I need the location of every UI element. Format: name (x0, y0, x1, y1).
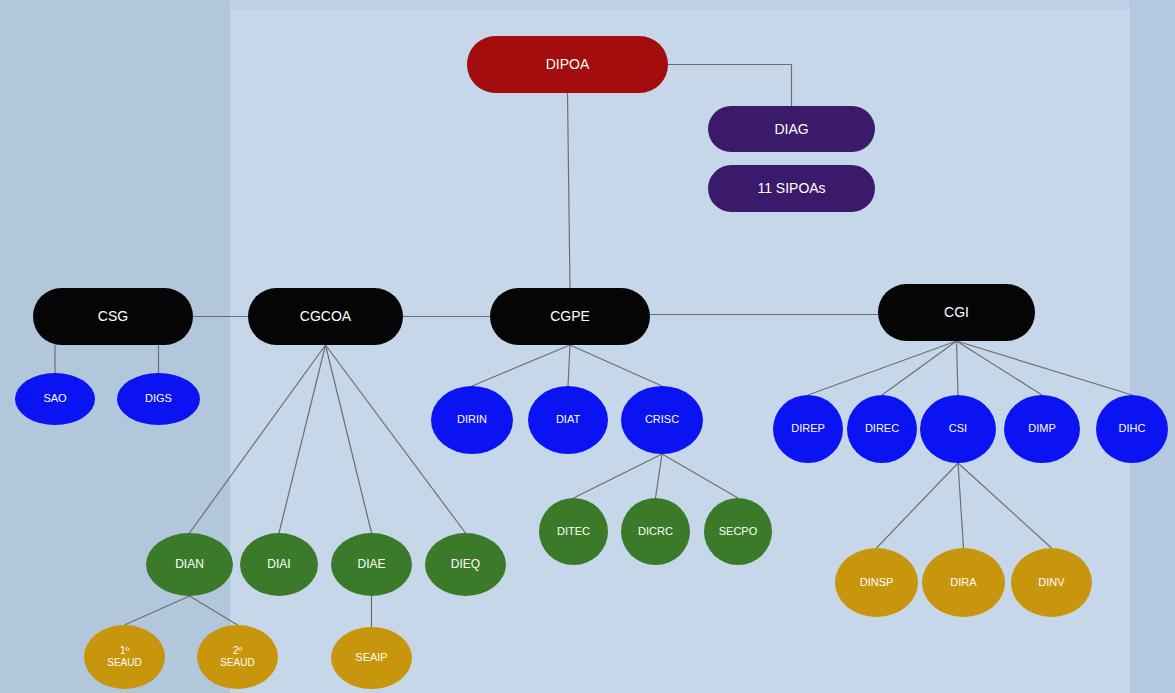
unit-box: DIAI (240, 533, 318, 596)
node-label: DITEC (557, 525, 590, 538)
connector-line (877, 463, 959, 548)
unit-box: DIHC (1096, 395, 1168, 463)
node-label: DIAE (357, 557, 385, 571)
connector-line (279, 345, 326, 533)
coordination-box: CSG (33, 288, 193, 345)
unit-box: DIREC (847, 395, 917, 463)
unit-box: CSI (920, 395, 996, 463)
connector-line (326, 345, 372, 533)
connector-line (568, 93, 571, 288)
node-label: DIREP (791, 422, 825, 435)
node-label: DIAN (175, 557, 204, 571)
connector-line (662, 454, 738, 498)
node-label: DIGS (145, 392, 172, 405)
connector-line (403, 316, 490, 317)
unit-box: SEAIP (331, 627, 412, 689)
node-label: DIHC (1119, 422, 1146, 435)
node-label: 1º SEAUD (107, 645, 141, 669)
node-label: DIAI (267, 557, 290, 571)
director-box: DIPOA (467, 36, 668, 93)
unit-box: DINSP (835, 548, 918, 617)
unit-box: DIEQ (425, 533, 506, 596)
node-label: DIMP (1028, 422, 1056, 435)
node-label: CSI (949, 422, 967, 435)
connector-line (158, 345, 159, 373)
unit-box: DITEC (539, 498, 608, 565)
connector-line (650, 314, 878, 315)
coordination-box: CGCOA (248, 288, 403, 345)
connector-line (472, 345, 570, 386)
unit-box: DIRIN (431, 386, 513, 454)
node-label: DIEQ (451, 557, 480, 571)
node-label: DIRIN (457, 413, 487, 426)
node-label: DINV (1038, 576, 1064, 589)
node-label: SAO (43, 392, 66, 405)
node-label: CGCOA (300, 308, 351, 325)
connector-line (957, 341, 1133, 395)
connector-line (568, 345, 570, 386)
coordination-box: CGPE (490, 288, 650, 345)
node-label: DICRC (638, 525, 673, 538)
unit-box: DIAN (146, 533, 233, 596)
connector-line (371, 596, 372, 627)
node-label: DINSP (860, 576, 894, 589)
division-box: 11 SIPOAs (708, 165, 875, 212)
connector-line (958, 463, 964, 548)
connector-line (125, 596, 190, 625)
connector-line (190, 596, 238, 625)
node-label: SECPO (719, 525, 758, 538)
unit-box: DIMP (1004, 395, 1080, 463)
node-label: DIAT (556, 413, 580, 426)
unit-box: DIREP (773, 395, 843, 463)
connector-line (55, 345, 56, 373)
unit-box: CRISC (621, 386, 703, 454)
node-label: CSG (98, 308, 128, 325)
connector-line (957, 341, 1043, 395)
connector-line (808, 341, 957, 395)
connector-line (193, 316, 248, 317)
unit-box: DIAT (528, 386, 608, 454)
background-edge (1130, 0, 1175, 693)
node-label: DIREC (865, 422, 899, 435)
unit-box: DIAE (331, 533, 412, 596)
division-box: DIAG (708, 106, 875, 152)
unit-box: DINV (1011, 548, 1092, 617)
unit-box: 2º SEAUD (197, 625, 278, 689)
unit-box: DIRA (922, 548, 1005, 617)
connector-line (957, 341, 959, 395)
connector-line (958, 463, 1052, 548)
connector-line (882, 341, 957, 395)
connector-line (656, 454, 663, 498)
node-label: DIPOA (546, 56, 590, 73)
node-label: CGPE (550, 308, 590, 325)
connector-line (190, 345, 326, 533)
connector-line (668, 65, 792, 107)
node-label: CGI (944, 304, 969, 321)
node-label: CRISC (645, 413, 679, 426)
coordination-box: CGI (878, 284, 1035, 341)
node-label: DIAG (774, 121, 808, 138)
unit-box: SECPO (704, 498, 772, 565)
unit-box: DIGS (117, 373, 200, 425)
connector-line (570, 345, 662, 386)
node-label: DIRA (950, 576, 976, 589)
unit-box: SAO (15, 373, 95, 425)
node-label: 2º SEAUD (220, 645, 254, 669)
node-label: 11 SIPOAs (757, 180, 825, 197)
node-label: SEAIP (355, 651, 387, 664)
connector-line (574, 454, 663, 498)
unit-box: DICRC (621, 498, 690, 565)
background-building (230, 10, 1130, 693)
unit-box: 1º SEAUD (84, 625, 165, 689)
